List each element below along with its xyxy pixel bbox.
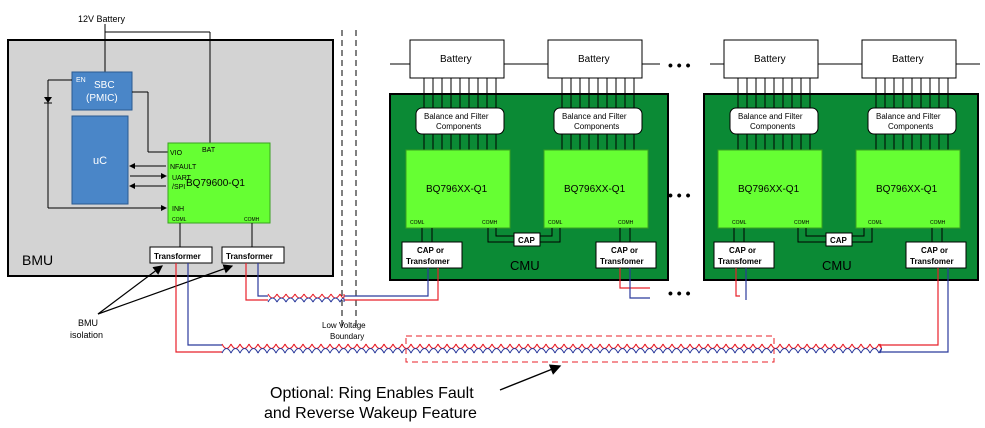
battery-block-2: Battery (547, 39, 643, 79)
bq796xx-chip-3: BQ796XX-Q1 COML COMH (717, 149, 823, 229)
ellipsis-top: • • • (668, 57, 691, 73)
cmu-1-label: CMU (510, 258, 540, 273)
cot-1-line2: Transfomer (406, 257, 450, 266)
optional-line2: and Reverse Wakeup Feature (264, 405, 477, 422)
transformer-1 (149, 246, 213, 264)
balance-2-line1: Balance and Filter (562, 112, 627, 121)
bq796xx-4-coml: COML (868, 220, 883, 226)
balance-filter-4: Balance and Filter Components (867, 107, 957, 135)
pin-vio: VIO (170, 150, 183, 157)
balance-filter-1: Balance and Filter Components (415, 107, 505, 135)
cmu-2-label: CMU (822, 258, 852, 273)
bq79600-label: BQ79600-Q1 (186, 178, 245, 189)
balance-2-line2: Components (574, 122, 619, 131)
cot-3-line1: CAP or (729, 246, 756, 255)
cap-or-transformer-1: CAP or Transfomer (401, 241, 463, 269)
pin-nfault: NFAULT (170, 164, 197, 171)
bmu-isolation-line1: BMU (78, 318, 98, 328)
bq796xx-chip-4: BQ796XX-Q1 COML COMH (855, 149, 961, 229)
transformer-2-label: Transformer (226, 252, 273, 261)
cap-1: CAP (513, 232, 541, 247)
bq796xx-1-coml: COML (410, 220, 425, 226)
sbc-subtitle: (PMIC) (86, 93, 118, 104)
battery-block-4: Battery (861, 39, 957, 79)
low-voltage-line2: Boundary (330, 332, 364, 341)
bmu-isolation-line2: isolation (70, 330, 103, 340)
cot-4-line1: CAP or (921, 246, 948, 255)
sbc-pmic-box (71, 71, 133, 111)
balance-filter-3: Balance and Filter Components (729, 107, 819, 135)
balance-4-line1: Balance and Filter (876, 112, 941, 121)
low-voltage-line1: Low Voltage (322, 321, 366, 330)
balance-3-line2: Components (750, 122, 795, 131)
optional-line1: Optional: Ring Enables Fault (270, 385, 474, 402)
diode-icon (44, 97, 52, 103)
transformer-1-label: Transformer (154, 252, 201, 261)
bq796xx-3-comh: COMH (794, 220, 810, 226)
sbc-en-pin: EN (76, 77, 86, 84)
balance-1-line1: Balance and Filter (424, 112, 489, 121)
bq796xx-2-label: BQ796XX-Q1 (564, 184, 626, 195)
ellipsis-middle: • • • (668, 187, 691, 203)
battery-2-label: Battery (578, 54, 610, 65)
pin-bat: BAT (202, 147, 216, 154)
bq796xx-chip-2: BQ796XX-Q1 COML COMH (543, 149, 649, 229)
battery-block-1: Battery (409, 39, 505, 79)
bq79600-chip (167, 142, 271, 224)
pin-coml: COML (172, 217, 187, 223)
bq796xx-4-label: BQ796XX-Q1 (876, 184, 938, 195)
cap-2-label: CAP (830, 236, 848, 245)
cap-or-transformer-2: CAP or Transfomer (595, 241, 657, 269)
cap-or-transformer-4: CAP or Transfomer (905, 241, 967, 269)
balance-filter-2: Balance and Filter Components (553, 107, 643, 135)
bq796xx-2-coml: COML (548, 220, 563, 226)
balance-1-line2: Components (436, 122, 481, 131)
battery-3-label: Battery (754, 54, 786, 65)
bq796xx-chip-1: BQ796XX-Q1 COML COMH (405, 149, 511, 229)
bq796xx-2-comh: COMH (618, 220, 634, 226)
battery-12v-label: 12V Battery (78, 14, 126, 24)
bmu-label: BMU (22, 252, 53, 268)
bq796xx-1-comh: COMH (482, 220, 498, 226)
balance-3-line1: Balance and Filter (738, 112, 803, 121)
pin-inh: INH (172, 206, 184, 213)
cot-1-line1: CAP or (417, 246, 444, 255)
cot-3-line2: Transfomer (718, 257, 762, 266)
transformer-2 (221, 246, 285, 264)
pin-uart: UART (172, 175, 192, 182)
sbc-title: SBC (94, 80, 115, 91)
battery-1-label: Battery (440, 54, 472, 65)
cot-4-line2: Transfomer (910, 257, 954, 266)
cot-2-line1: CAP or (611, 246, 638, 255)
uc-label: uC (93, 155, 107, 167)
cap-1-label: CAP (518, 236, 536, 245)
pin-comh: COMH (244, 217, 260, 223)
battery-4-label: Battery (892, 54, 924, 65)
ellipsis-bottom: • • • (668, 285, 691, 301)
bq796xx-4-comh: COMH (930, 220, 946, 226)
uc-box (71, 115, 129, 205)
bq796xx-3-coml: COML (732, 220, 747, 226)
pin-spi: /SPI (172, 184, 185, 191)
cap-2: CAP (825, 232, 853, 247)
cap-or-transformer-3: CAP or Transfomer (713, 241, 775, 269)
bq796xx-3-label: BQ796XX-Q1 (738, 184, 800, 195)
cot-2-line2: Transfomer (600, 257, 644, 266)
bq796xx-1-label: BQ796XX-Q1 (426, 184, 488, 195)
battery-block-3: Battery (723, 39, 819, 79)
optional-ring-box (405, 335, 775, 363)
balance-4-line2: Components (888, 122, 933, 131)
